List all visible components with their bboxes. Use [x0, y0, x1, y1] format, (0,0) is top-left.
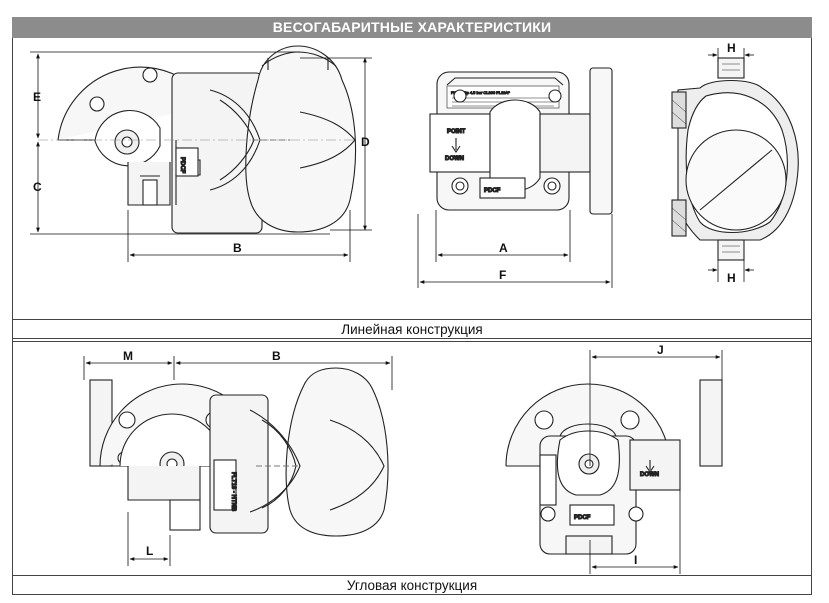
dim-label-d: D: [361, 135, 370, 149]
down-marking: DOWN: [445, 156, 464, 162]
model-marking: FLT16 - HTNB: [230, 472, 236, 512]
svg-text:PDCF: PDCF: [179, 157, 185, 174]
dim-label-m: M: [123, 349, 133, 363]
dim-label-f: F: [499, 268, 506, 282]
dim-label-a: A: [499, 241, 508, 255]
caption-linear: Линейная конструкция: [12, 319, 812, 339]
dim-label-b: B: [233, 241, 242, 255]
front-dimensions: [417, 210, 613, 288]
angular-side-view: FLT16 - HTNB: [89, 367, 389, 537]
page-title: ВЕСОГАБАРИТНЫЕ ХАРАКТЕРИСТИКИ: [12, 17, 812, 38]
dim-label-e: E: [33, 90, 41, 104]
plate-text: FLT40 Op 4.5 bar CL300 FL22A*: [451, 90, 510, 95]
dim-label-l: L: [146, 544, 153, 558]
svg-text:PDCF: PDCF: [484, 188, 501, 194]
angular-front-view: DOWN PDCF: [505, 379, 723, 555]
angular-front-dimensions: [589, 350, 723, 574]
dim-label-h-top: H: [727, 41, 736, 55]
panel-divider: [12, 341, 812, 342]
linear-section-view: [671, 57, 799, 261]
linear-front-view: FLT40 Op 4.5 bar CL300 FL22A* POINT DOWN…: [429, 67, 613, 215]
point-marking: POINT: [447, 129, 466, 135]
svg-text:DOWN: DOWN: [640, 472, 659, 478]
linear-side-view: PDCF: [38, 45, 357, 234]
dim-label-c: C: [33, 180, 42, 194]
dim-label-i: I: [634, 553, 637, 567]
dim-label-h-bottom: H: [727, 271, 736, 285]
caption-angular: Угловая конструкция: [12, 575, 812, 595]
section-dimensions: [708, 48, 754, 282]
dim-label-j: J: [657, 343, 664, 357]
svg-text:PDCF: PDCF: [574, 515, 591, 521]
dim-label-b2: B: [272, 349, 281, 363]
linear-dimensions: [30, 51, 372, 262]
angular-dimensions: [83, 356, 393, 566]
